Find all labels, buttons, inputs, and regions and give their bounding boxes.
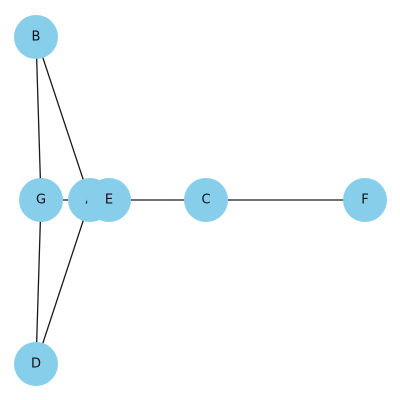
- node-circle-e: [87, 178, 131, 222]
- node-label-b: B: [32, 30, 41, 45]
- node-circle-g: [19, 178, 63, 222]
- nodes-layer: BGAECFD: [14, 15, 387, 386]
- edge-b-a: [35, 36, 91, 201]
- node-e: E: [87, 178, 131, 222]
- node-circle-d: [14, 342, 58, 386]
- node-label-f: F: [361, 193, 368, 208]
- node-circle-b: [14, 15, 58, 59]
- node-d: D: [14, 342, 58, 386]
- node-label-d: D: [31, 357, 41, 372]
- node-label-g: G: [36, 193, 46, 208]
- edge-a-d: [35, 199, 91, 365]
- node-g: G: [19, 178, 63, 222]
- node-c: C: [184, 178, 228, 222]
- edge-b-g: [35, 36, 42, 201]
- node-label-e: E: [105, 193, 113, 208]
- node-circle-f: [343, 178, 387, 222]
- node-f: F: [343, 178, 387, 222]
- edge-g-d: [35, 199, 42, 365]
- node-label-c: C: [201, 193, 210, 208]
- node-circle-c: [184, 178, 228, 222]
- node-b: B: [14, 15, 58, 59]
